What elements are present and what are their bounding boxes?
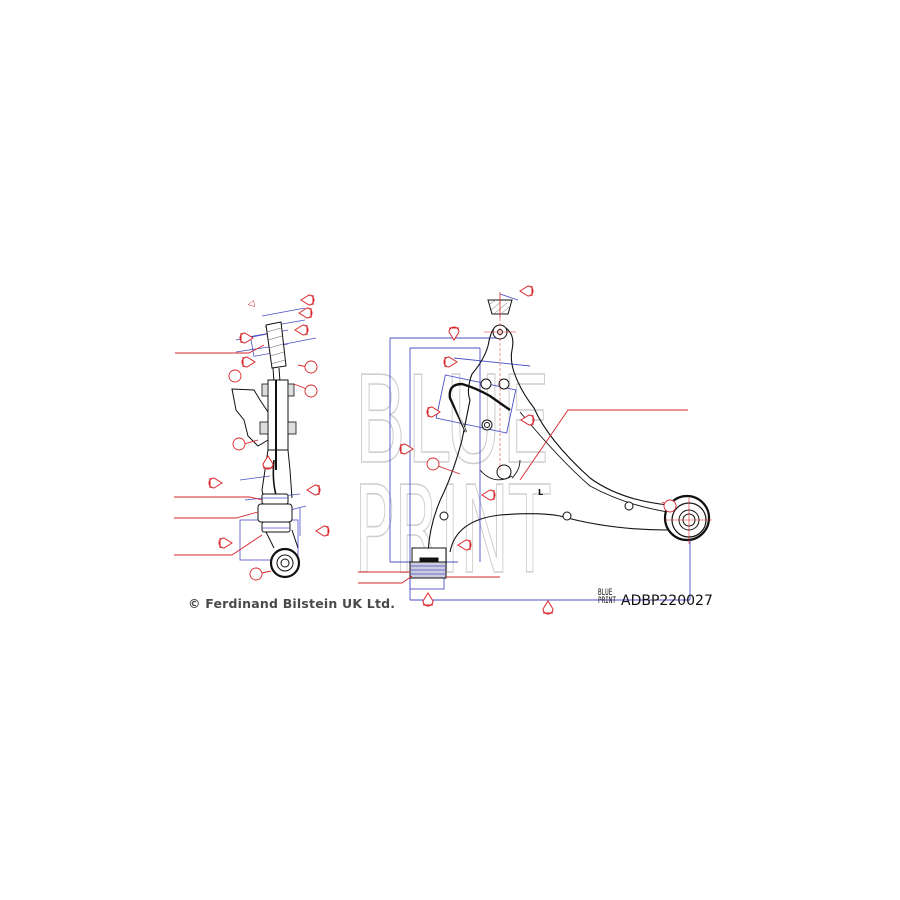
brand-logo: BLUE PRINT (598, 588, 616, 606)
side-marker-label: L (538, 488, 544, 497)
side-view: ◁ (174, 294, 330, 581)
brand-logo-line-2: PRINT (598, 596, 616, 606)
watermark: BLUE PRINT (353, 351, 551, 602)
svg-text:PRINT: PRINT (354, 462, 550, 601)
copyright-text: © Ferdinand Bilstein UK Ltd. (188, 596, 396, 611)
part-number: ADBP220027 (621, 593, 713, 609)
dimension-markers (208, 294, 330, 549)
top-view (358, 285, 712, 615)
svg-text:◁: ◁ (247, 299, 256, 310)
brand-logo-line-1: BLUE (598, 588, 613, 598)
